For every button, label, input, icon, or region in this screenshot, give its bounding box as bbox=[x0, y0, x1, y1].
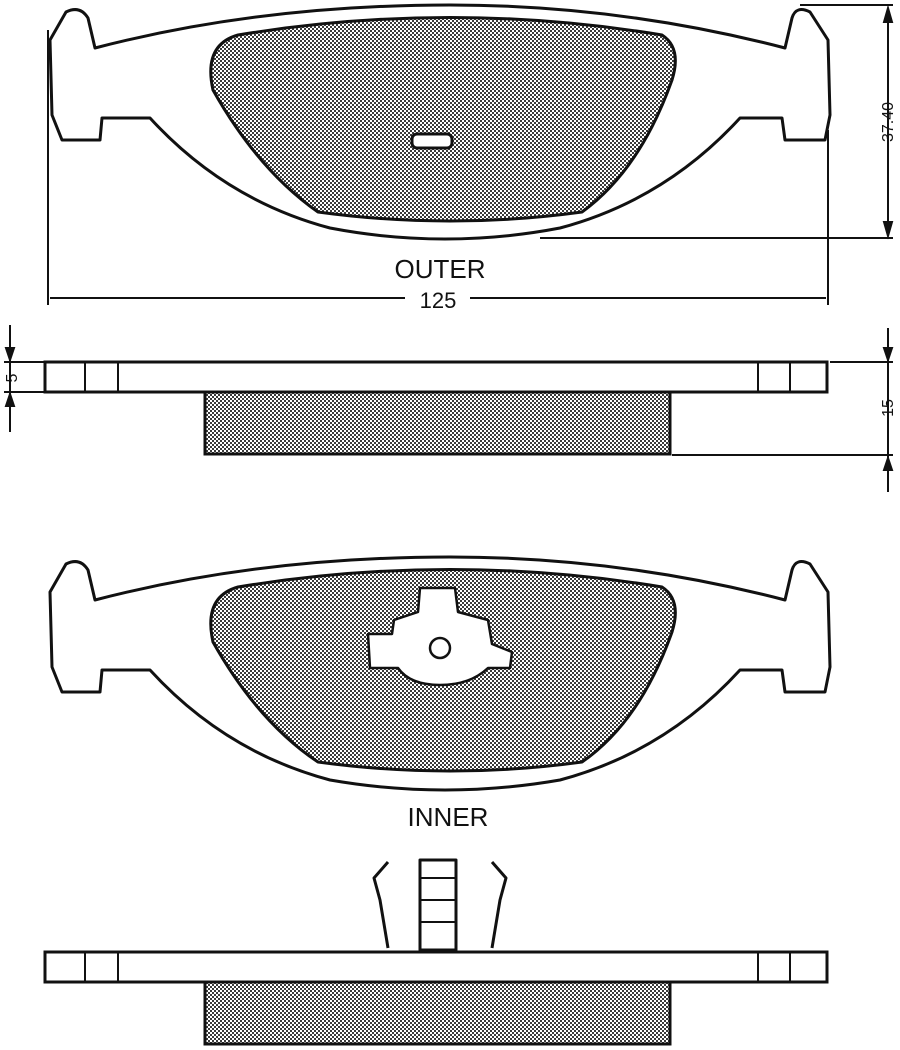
inner-label: INNER bbox=[408, 802, 489, 832]
outer-side-view bbox=[43, 360, 829, 456]
inner-clip-center-hole bbox=[428, 636, 452, 660]
inner-retaining-clip bbox=[366, 586, 514, 687]
inner-clip-side bbox=[372, 858, 508, 952]
width-dimension-value: 125 bbox=[420, 288, 457, 313]
inner-pad-view bbox=[48, 555, 832, 792]
clip-right-spring bbox=[490, 861, 508, 949]
outer-pad-view bbox=[48, 3, 832, 241]
width-dimension bbox=[47, 30, 829, 305]
inner-side-backing bbox=[43, 950, 829, 984]
total-thickness-value: 15 bbox=[880, 399, 897, 417]
inner-side-view bbox=[43, 950, 829, 1046]
outer-label: OUTER bbox=[395, 254, 486, 284]
outer-side-backing bbox=[43, 360, 829, 394]
plate-thickness-dimension bbox=[4, 325, 48, 432]
outer-backing-plate bbox=[48, 3, 832, 241]
outer-friction-material bbox=[209, 16, 677, 223]
height-dimension bbox=[540, 4, 894, 240]
plate-thickness-value: 5 bbox=[4, 373, 21, 382]
outer-wear-indicator-slot bbox=[410, 132, 454, 150]
inner-side-friction bbox=[203, 980, 672, 1046]
inner-backing-plate bbox=[48, 555, 832, 792]
height-dimension-value: 37.40 bbox=[880, 102, 897, 142]
total-thickness-dimension bbox=[672, 328, 894, 492]
outer-side-friction bbox=[203, 390, 672, 456]
clip-center-tab bbox=[418, 858, 458, 952]
clip-left-spring bbox=[372, 861, 390, 949]
